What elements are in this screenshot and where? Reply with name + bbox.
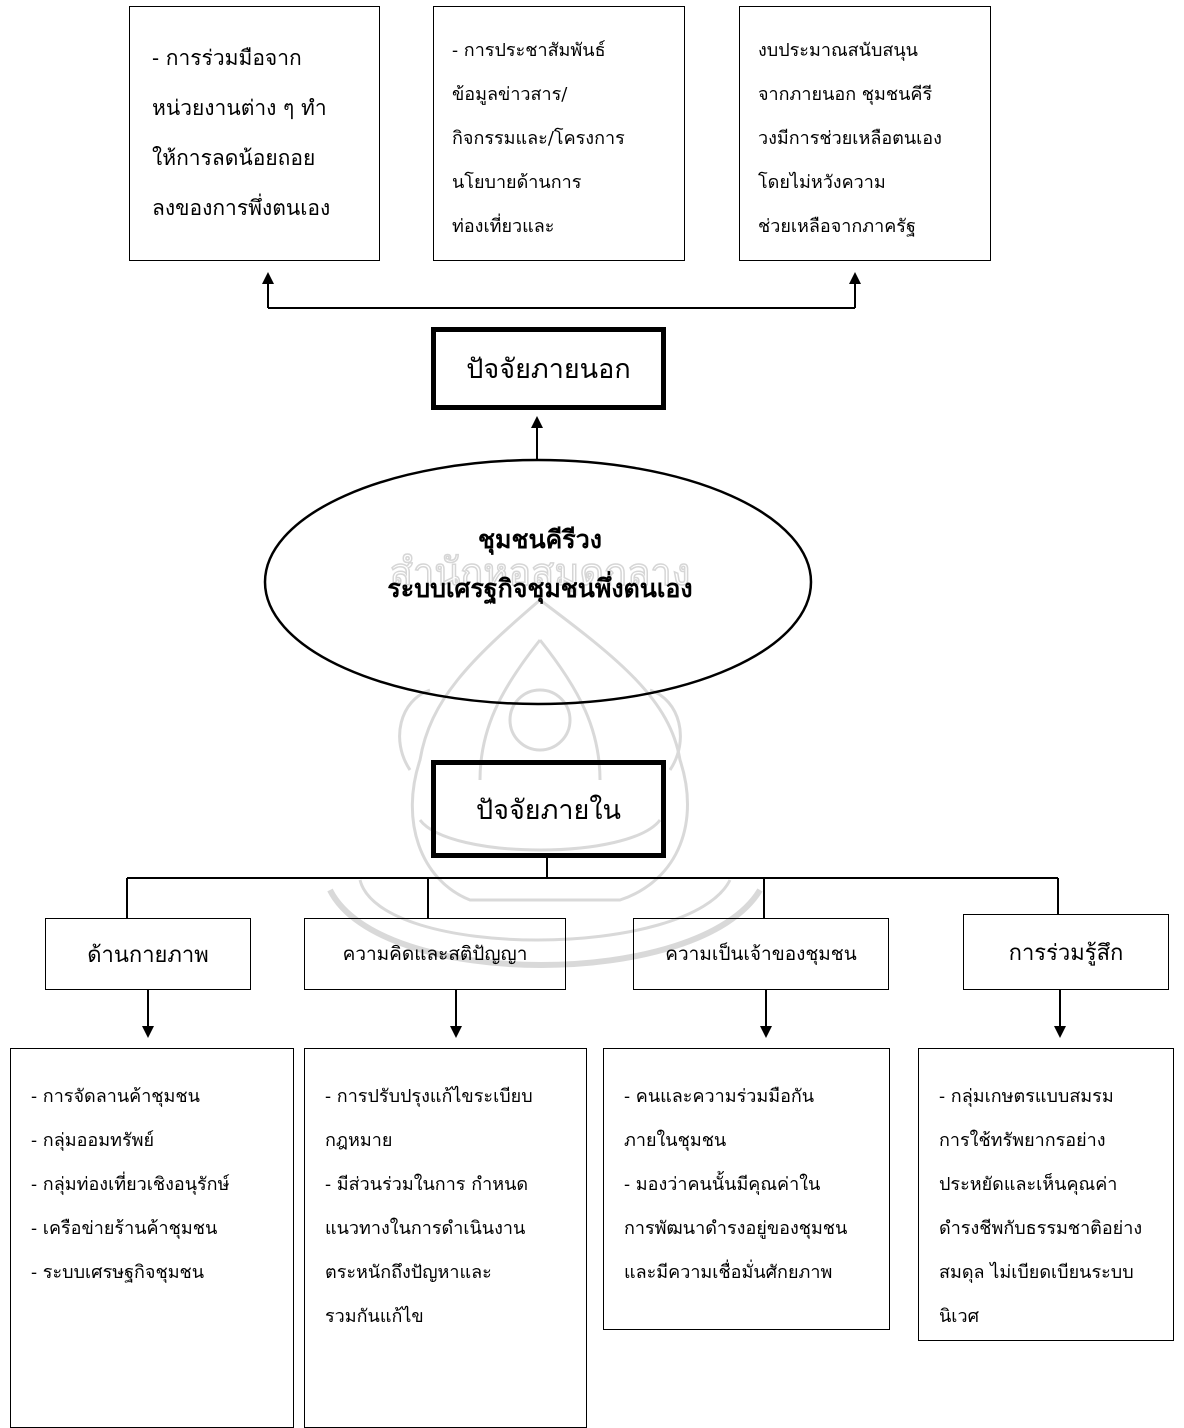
external-item-3-text: งบประมาณสนับสนุน จากภายนอก ชุมชนคีรี วงม… — [758, 40, 942, 237]
category-ownership: ความเป็นเจ้าของชุมชน — [633, 918, 889, 990]
details-ownership-text: - คนและความร่วมมือกัน ภายในชุมชน - มองว่… — [624, 1086, 848, 1283]
external-item-1: - การร่วมมือจาก หน่วยงานต่าง ๆ ทำ ให้การ… — [129, 6, 380, 261]
external-item-2: - การประชาสัมพันธ์ ข้อมูลข่าวสาร/ กิจกรร… — [433, 6, 685, 261]
center-ellipse — [263, 458, 813, 706]
center-subtitle: ระบบเศรฐกิจชุมชนพึ่งตนเอง — [387, 574, 693, 603]
details-physical-text: - การจัดลานค้าชุมชน - กลุ่มออมทรัพย์ - ก… — [31, 1086, 230, 1283]
category-feeling: การร่วมรู้สึก — [963, 914, 1169, 990]
center-title: ชุมชนคีรีวง — [478, 525, 602, 554]
category-ownership-label: ความเป็นเจ้าของชุมชน — [665, 943, 857, 965]
category-thinking: ความคิดและสติปัญญา — [304, 918, 566, 990]
details-thinking: - การปรับปรุงแก้ไขระเบียบ กฎหมาย - มีส่ว… — [304, 1048, 587, 1428]
external-factor-box: ปัจจัยภายนอก — [431, 327, 666, 410]
category-thinking-label: ความคิดและสติปัญญา — [342, 943, 528, 965]
category-feeling-label: การร่วมรู้สึก — [1008, 940, 1124, 966]
external-factor-label: ปัจจัยภายนอก — [466, 354, 631, 385]
external-item-1-text: - การร่วมมือจาก หน่วยงานต่าง ๆ ทำ ให้การ… — [152, 46, 331, 220]
internal-factor-label: ปัจจัยภายใน — [475, 794, 622, 826]
details-feeling: - กลุ่มเกษตรแบบสมรม การใช้ทรัพยากรอย่าง … — [918, 1048, 1174, 1341]
category-physical: ด้านกายภาพ — [45, 918, 251, 990]
details-feeling-text: - กลุ่มเกษตรแบบสมรม การใช้ทรัพยากรอย่าง … — [939, 1086, 1143, 1327]
internal-factor-box: ปัจจัยภายใน — [431, 760, 666, 858]
details-physical: - การจัดลานค้าชุมชน - กลุ่มออมทรัพย์ - ก… — [10, 1048, 294, 1428]
details-thinking-text: - การปรับปรุงแก้ไขระเบียบ กฎหมาย - มีส่ว… — [325, 1086, 533, 1327]
category-physical-label: ด้านกายภาพ — [87, 942, 209, 968]
external-item-3: งบประมาณสนับสนุน จากภายนอก ชุมชนคีรี วงม… — [739, 6, 991, 261]
details-ownership: - คนและความร่วมมือกัน ภายในชุมชน - มองว่… — [603, 1048, 890, 1330]
external-item-2-text: - การประชาสัมพันธ์ ข้อมูลข่าวสาร/ กิจกรร… — [452, 40, 625, 237]
